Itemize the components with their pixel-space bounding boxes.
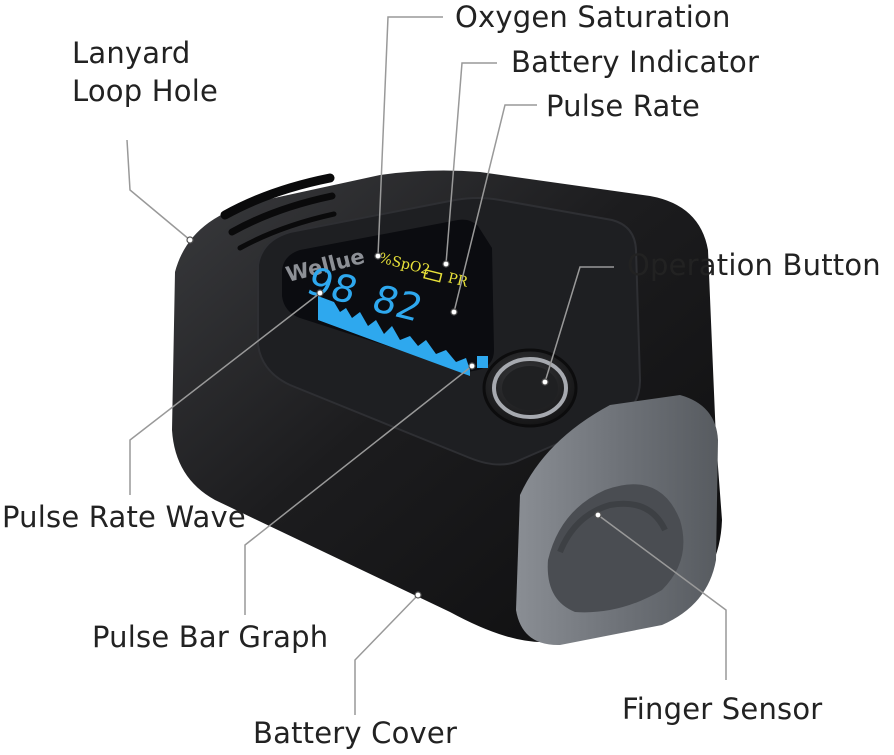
lanyard-hole [220,173,335,220]
battery-indicator-icon [423,269,443,283]
oled-screen [282,219,494,372]
label-pulse-rate: Pulse Rate [546,89,701,123]
label-finger-sensor: Finger Sensor [622,692,823,726]
pulse-bar-graph [477,356,488,368]
leader-lines [126,16,727,715]
label-battery-indicator: Battery Indicator [511,45,760,79]
leader-dots [186,236,602,599]
pulse-rate-wave [318,296,470,376]
label-lanyard-line1: Lanyard [72,36,191,70]
label-lanyard-line2: Loop Hole [72,74,219,108]
label-pulse-bar-graph: Pulse Bar Graph [92,620,329,654]
label-battery-cover: Battery Cover [253,716,458,750]
pr-unit-label: PR [446,270,470,290]
label-oxygen-saturation: Oxygen Saturation [455,0,731,34]
label-pulse-rate-wave: Pulse Rate Wave [2,500,246,534]
label-operation-button: Operation Button [627,248,881,282]
label-lanyard-loop-hole: Lanyard Loop Hole [72,34,218,110]
